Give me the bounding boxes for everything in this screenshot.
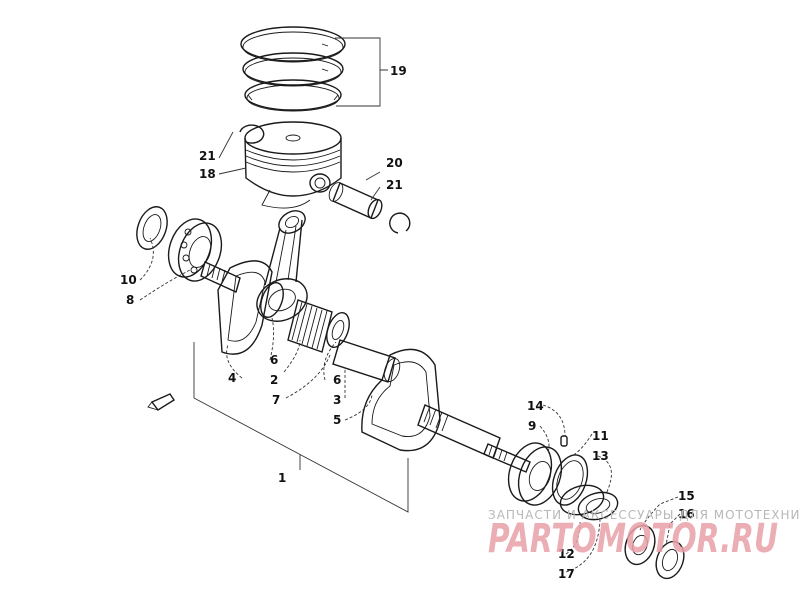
callout-6-left: 6 xyxy=(270,353,278,367)
bearing-right xyxy=(507,442,563,506)
callout-1: 1 xyxy=(278,471,286,485)
callout-5: 5 xyxy=(333,413,341,427)
callout-19: 19 xyxy=(390,64,407,78)
callout-16: 16 xyxy=(678,507,695,521)
watermark-brand: PARTOMOTOR.RU xyxy=(488,516,778,562)
crank-pin xyxy=(332,339,396,383)
callout-13: 13 xyxy=(592,449,609,463)
callout-6-right: 6 xyxy=(333,373,341,387)
connecting-rod xyxy=(256,210,308,322)
gear xyxy=(551,454,589,506)
callout-18: 18 xyxy=(199,167,216,181)
callout-15: 15 xyxy=(678,489,695,503)
callout-3: 3 xyxy=(333,393,341,407)
bearing-small xyxy=(624,524,656,566)
needle-bearing xyxy=(287,299,333,353)
thrust-washer-left xyxy=(260,282,284,318)
bracket-1 xyxy=(193,342,409,513)
callout-12: 12 xyxy=(558,547,575,561)
callout-14: 14 xyxy=(527,399,544,413)
seal-left xyxy=(136,206,168,250)
bearing-left xyxy=(167,218,223,282)
callout-4: 4 xyxy=(228,371,236,385)
seal-right xyxy=(655,540,685,580)
thrust-washer-right xyxy=(326,312,350,348)
circlip-upper xyxy=(239,124,265,144)
callout-8: 8 xyxy=(126,293,134,307)
crank-web-left xyxy=(217,260,273,355)
piston xyxy=(244,121,342,209)
callout-9: 9 xyxy=(528,419,536,433)
watermark-tagline: ЗАПЧАСТИ И АКСЕССУАРЫ ДЛЯ МОТОТЕХНИКИ xyxy=(488,508,800,522)
callout-10: 10 xyxy=(120,273,137,287)
bracket-19 xyxy=(335,37,388,107)
retaining-rings xyxy=(559,484,619,521)
callout-21-upper: 21 xyxy=(199,149,216,163)
pin xyxy=(560,435,568,447)
crankshaft-assembly xyxy=(200,260,531,473)
callout-7: 7 xyxy=(272,393,280,407)
callout-11: 11 xyxy=(592,429,609,443)
callout-2: 2 xyxy=(270,373,278,387)
callout-17: 17 xyxy=(558,567,575,581)
piston-pin xyxy=(328,182,383,220)
callout-21-lower: 21 xyxy=(386,178,403,192)
crank-web-right xyxy=(361,348,441,452)
piston-rings xyxy=(240,26,346,112)
callout-20: 20 xyxy=(386,156,403,170)
front-arrow-icon xyxy=(147,393,175,411)
circlip-lower xyxy=(389,212,411,234)
